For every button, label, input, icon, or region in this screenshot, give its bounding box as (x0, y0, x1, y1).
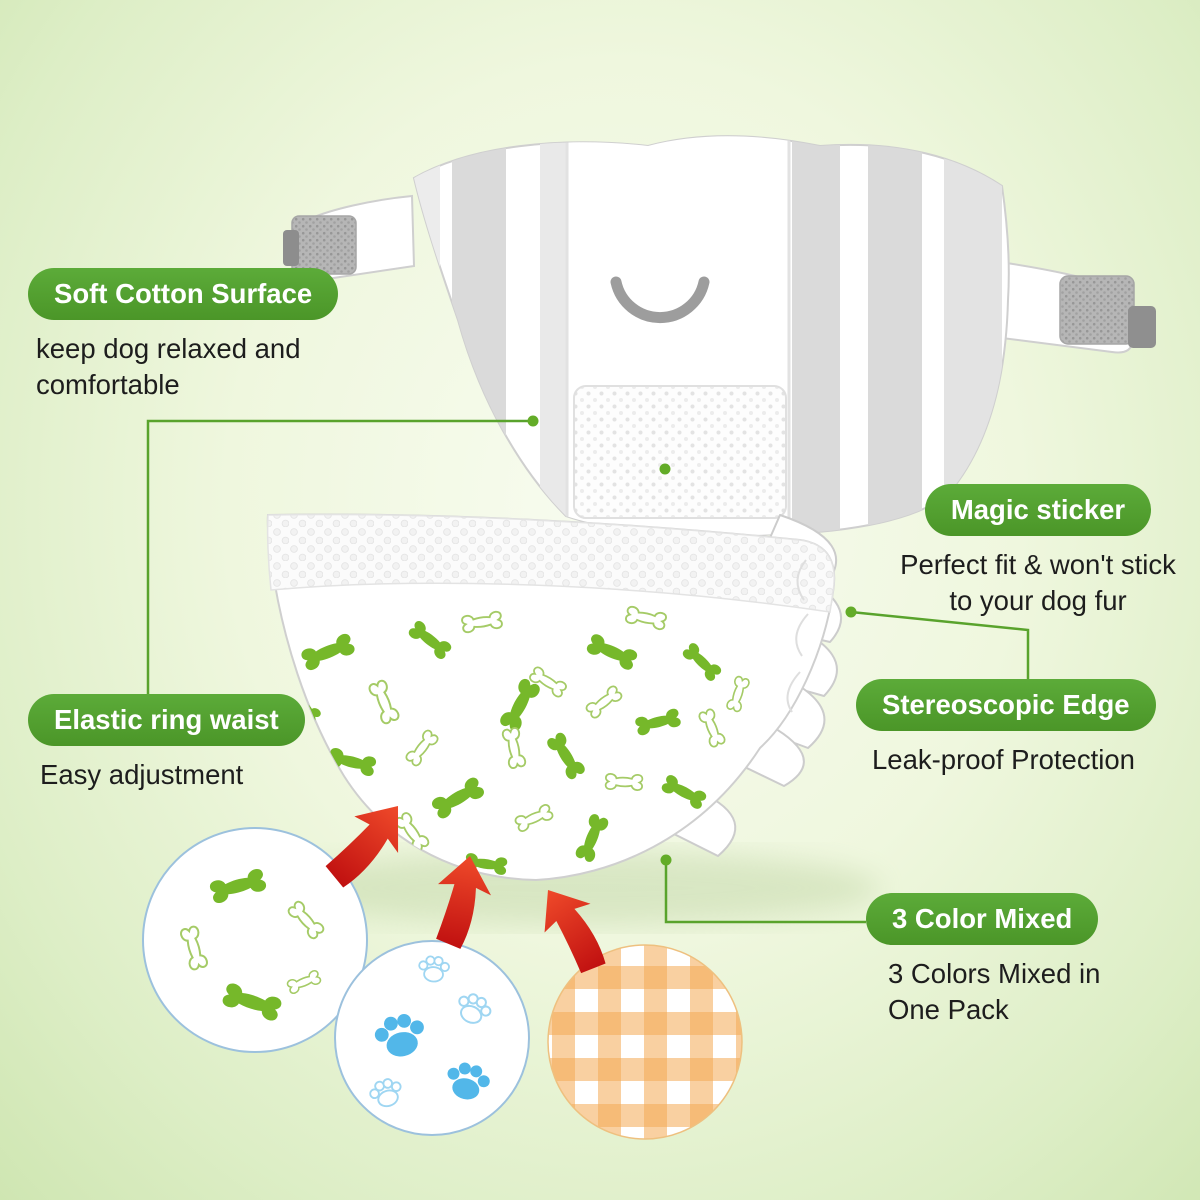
dot-stereoscopic-edge (845, 606, 857, 618)
connector-color-mixed (664, 860, 866, 924)
swatch-circle-gingham (547, 944, 743, 1140)
stereoscopic-edge-description: Leak-proof Protection (872, 743, 1135, 775)
callout-stereoscopic-edge: Stereoscopic Edge Leak-proof Protection (856, 679, 1156, 778)
dot-color-mixed (660, 854, 672, 866)
left-velcro-patch (291, 215, 357, 275)
left-tab (283, 194, 416, 282)
connector-elastic-waist (146, 419, 533, 694)
connector-stereoscopic-edge (850, 610, 1030, 681)
soft-cotton-label: Soft Cotton Surface (28, 268, 339, 320)
right-tab (998, 260, 1156, 354)
magic-sticker-description: Perfect fit & won't stick to your dog fu… (900, 548, 1176, 616)
elastic-waist-description: Easy adjustment (40, 758, 244, 790)
elastic-waist-label: Elastic ring waist (28, 694, 305, 746)
waistband (266, 513, 835, 613)
swatch-circle-paws (334, 940, 530, 1136)
soft-cotton-description: keep dog relaxed and comfortable (36, 332, 301, 400)
swatch-circle-bones (142, 827, 368, 1053)
color-mixed-description: 3 Colors Mixed in One Pack (888, 957, 1101, 1025)
magic-sticker-label: Magic sticker (924, 484, 1152, 536)
callout-color-mixed: 3 Color Mixed 3 Colors Mixed in One Pack (866, 893, 1123, 1028)
stereoscopic-edge-label: Stereoscopic Edge (856, 679, 1156, 731)
crescent-fold (610, 276, 710, 324)
dot-elastic-waist (527, 415, 539, 427)
callout-magic-sticker: Magic sticker Perfect fit & won't stick … (888, 484, 1188, 619)
color-mixed-label: 3 Color Mixed (866, 893, 1099, 945)
dot-soft-cotton (659, 463, 671, 475)
front-panel (266, 513, 836, 882)
mesh-pad (573, 385, 787, 519)
ground-shadow (280, 850, 880, 926)
callout-elastic-waist: Elastic ring waist Easy adjustment (28, 694, 305, 793)
right-velcro-patch (1059, 275, 1135, 345)
callout-soft-cotton: Soft Cotton Surface keep dog relaxed and… (28, 268, 366, 403)
